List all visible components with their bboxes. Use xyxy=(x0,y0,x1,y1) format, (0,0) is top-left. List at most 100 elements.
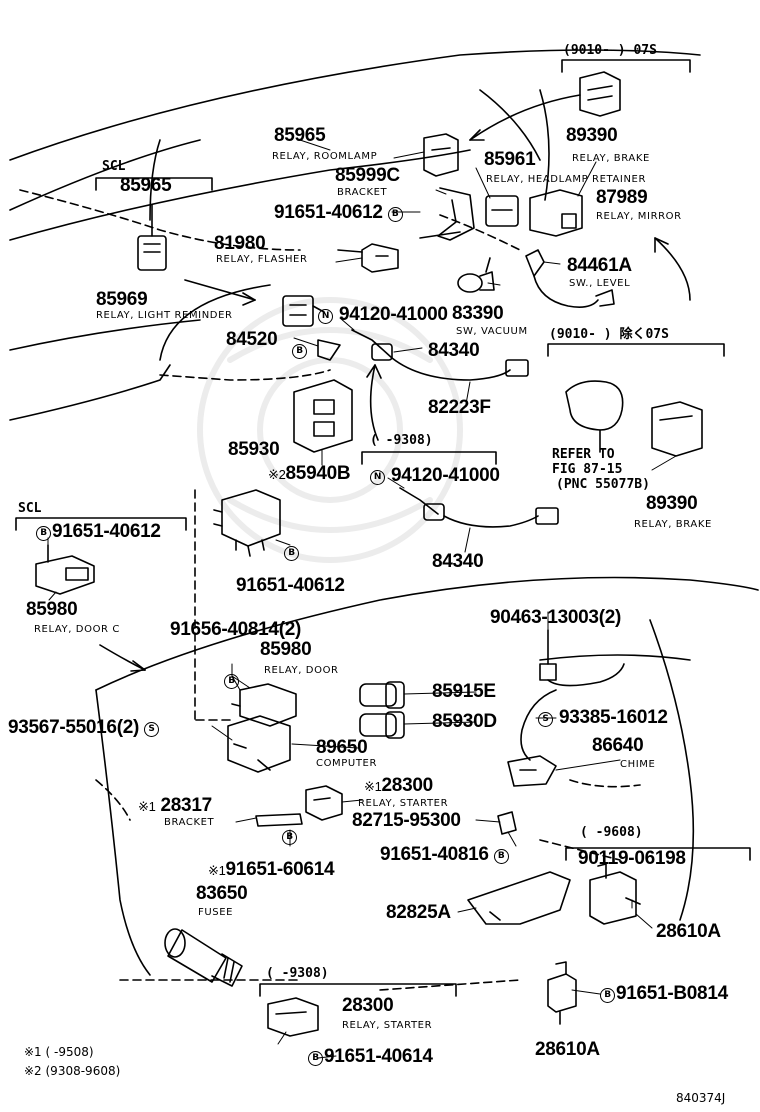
part-82715-95300: 82715-95300 xyxy=(352,810,461,831)
group-header-top-right: (9010- ) 07S xyxy=(563,43,657,58)
bolt-marker-icon: B xyxy=(387,207,403,222)
leader-lines xyxy=(47,139,677,1059)
bolt-marker-icon: B xyxy=(224,674,239,689)
part-85999c: 85999C xyxy=(335,165,400,186)
label-relay-brake-top: RELAY, BRAKE xyxy=(572,153,650,164)
label-relay-door: RELAY, DOOR xyxy=(264,665,339,676)
computer-89650-shape xyxy=(227,715,291,773)
part-85961: 85961 xyxy=(484,149,536,170)
harness-84340-lower-shape xyxy=(399,487,559,528)
group-header-9608: ( -9608) xyxy=(580,825,643,840)
label-relay-flasher: RELAY, FLASHER xyxy=(216,254,308,265)
harness-82223f-shape xyxy=(351,329,529,381)
footnote-1: ※1 ( -9508) xyxy=(24,1045,94,1059)
brake-relay-top-shape xyxy=(579,71,621,117)
part-85969: 85969 xyxy=(96,289,148,310)
group-header-mid-right: (9010- ) 除く07S xyxy=(549,327,669,342)
part-90463-13003: 90463-13003(2) xyxy=(490,607,622,628)
part-91656-40814: 91656-40814(2) xyxy=(170,619,302,640)
part-93385-16012: S 93385-16012 xyxy=(538,708,668,727)
part-94120-41000-upper: N 94120-41000 xyxy=(318,305,448,324)
relay-85915e-shape xyxy=(359,681,405,709)
note-mark-1: ※1 xyxy=(364,779,382,794)
part-85930d: 85930D xyxy=(432,711,497,732)
label-relay-headlamp-retainer: RELAY, HEADLAMP RETAINER xyxy=(486,174,646,185)
label-computer: COMPUTER xyxy=(316,758,378,769)
part-91656-marker: B xyxy=(224,670,240,689)
plate-82825a-shape xyxy=(467,871,571,925)
relay-85969-shape xyxy=(137,204,167,271)
part-85940b: ※285940B xyxy=(268,463,351,484)
label-relay-starter-upper: RELAY, STARTER xyxy=(358,798,449,809)
brake-relay-mid-shape xyxy=(651,401,703,457)
label-relay-starter-lower: RELAY, STARTER xyxy=(342,1020,433,1031)
nut-marker-icon: N xyxy=(370,470,385,485)
roomlamp-relay-shape xyxy=(423,133,459,177)
bolt-marker-icon: B xyxy=(284,546,299,561)
dashboard-outline xyxy=(9,49,701,421)
part-91651-mid-marker: B xyxy=(284,542,300,561)
label-fusee: FUSEE xyxy=(198,907,234,918)
part-83390: 83390 xyxy=(452,303,504,324)
part-91651-60614: ※191651-60614 xyxy=(208,859,335,880)
bolt-marker-icon: B xyxy=(493,849,509,864)
starter-relay-lower-shape xyxy=(267,997,319,1037)
bolt-marker-icon: B xyxy=(308,1051,323,1066)
relay-85930d-shape xyxy=(359,711,405,739)
label-relay-brake-mid: RELAY, BRAKE xyxy=(634,519,712,530)
relay-28610a-upper-shape xyxy=(589,863,641,925)
clamp-cable-shape xyxy=(520,629,625,761)
part-93567-55016: 93567-55016(2) S xyxy=(8,718,160,737)
relay-85940b-shape xyxy=(293,379,353,453)
bracket-frames xyxy=(15,59,751,997)
refer-note: REFER TO xyxy=(552,447,615,462)
refer-fig-note: FIG 87-15 xyxy=(552,462,623,477)
label-bracket-85999c: BRACKET xyxy=(337,187,388,198)
note-mark-2: ※2 xyxy=(268,467,286,482)
lower-dashboard-outline xyxy=(95,489,759,991)
part-94120-41000-lower: N 94120-41000 xyxy=(370,466,500,485)
part-28610a-lower: 28610A xyxy=(535,1039,600,1060)
part-91651-40612-upper: 91651-40612 B xyxy=(274,203,404,222)
part-91651-60614-marker: B xyxy=(282,826,298,845)
group-header-9308-mid: ( -9308) xyxy=(370,433,433,448)
label-sw-level: SW., LEVEL xyxy=(569,278,631,289)
part-86640: 86640 xyxy=(592,735,644,756)
relay-85930-shape xyxy=(213,489,281,557)
door-relay-shape xyxy=(231,683,297,727)
label-relay-light-reminder: RELAY, LIGHT REMINDER xyxy=(96,310,233,321)
harness-connector-shape xyxy=(565,380,624,453)
label-chime: CHIME xyxy=(620,759,656,770)
part-84520-marker: B xyxy=(292,340,308,359)
part-89650: 89650 xyxy=(316,737,368,758)
screw-marker-icon: S xyxy=(144,722,160,737)
part-87989: 87989 xyxy=(596,187,648,208)
part-91651-40612-mid: 91651-40612 xyxy=(236,575,345,596)
label-relay-mirror: RELAY, MIRROR xyxy=(596,211,682,222)
bolt-marker-icon: B xyxy=(600,988,615,1003)
part-81980: 81980 xyxy=(214,233,266,254)
relay-28610a-lower-shape xyxy=(547,961,577,1025)
part-28317: ※1 28317 xyxy=(138,795,212,816)
part-85930: 85930 xyxy=(228,439,280,460)
part-90119-06198: 90119-06198 xyxy=(578,848,686,869)
part-89390-mid: 89390 xyxy=(646,493,698,514)
part-28300-lower: 28300 xyxy=(342,995,394,1016)
part-85980-door: 85980 xyxy=(260,639,312,660)
group-header-9308-lower: ( -9308) xyxy=(266,966,329,981)
part-84340-upper: 84340 xyxy=(428,340,480,361)
part-83650: 83650 xyxy=(196,883,248,904)
part-82825a: 82825A xyxy=(386,902,451,923)
scl-label-upper: SCL xyxy=(102,159,126,174)
headlamp-relay-shape xyxy=(485,195,519,227)
screw-marker-icon: S xyxy=(538,712,553,727)
part-85965-top: 85965 xyxy=(274,125,326,146)
nut-marker-icon: N xyxy=(318,309,333,324)
label-relay-door-c: RELAY, DOOR C xyxy=(34,624,120,635)
starter-relay-shape xyxy=(305,785,343,821)
label-relay-roomlamp: RELAY, ROOMLAMP xyxy=(272,151,378,162)
